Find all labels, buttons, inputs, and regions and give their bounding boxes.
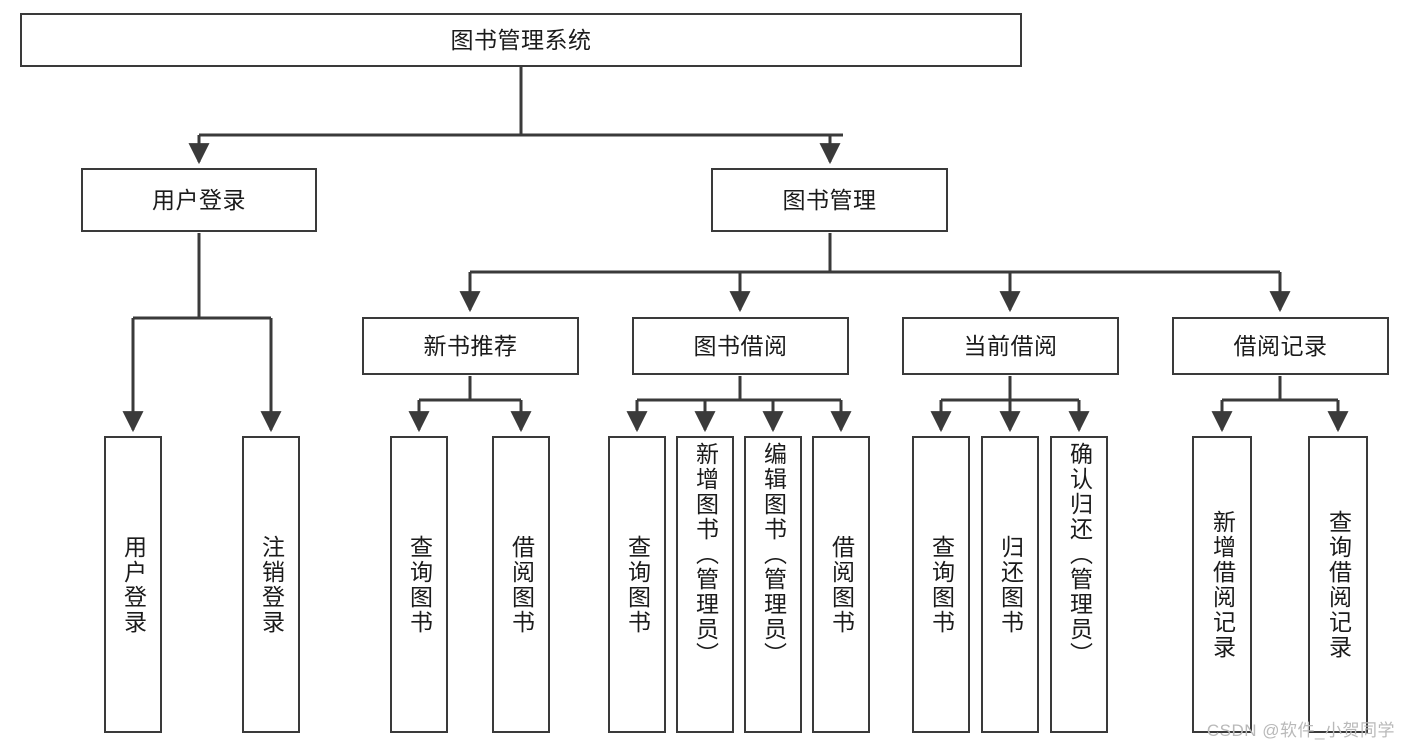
node-label: 新增借阅记录 bbox=[1209, 509, 1236, 660]
node-label: 查询图书 bbox=[928, 534, 955, 635]
node-label: 新增图书（管理员） bbox=[692, 442, 719, 667]
node-borrow-record[interactable]: 借阅记录 bbox=[1172, 317, 1389, 375]
leaf-borrow-add-book-admin[interactable]: 新增图书（管理员） bbox=[676, 436, 734, 733]
node-label: 图书管理 bbox=[782, 186, 877, 213]
node-label: 当前借阅 bbox=[963, 332, 1058, 359]
leaf-borrow-borrow-book[interactable]: 借阅图书 bbox=[812, 436, 870, 733]
node-label: 编辑图书（管理员） bbox=[760, 442, 787, 667]
node-label: 用户登录 bbox=[152, 186, 246, 213]
node-label: 归还图书 bbox=[997, 534, 1024, 635]
leaf-borrow-query-book[interactable]: 查询图书 bbox=[608, 436, 666, 733]
node-book-borrow[interactable]: 图书借阅 bbox=[632, 317, 849, 375]
leaf-borrow-edit-book-admin[interactable]: 编辑图书（管理员） bbox=[744, 436, 802, 733]
leaf-current-query-book[interactable]: 查询图书 bbox=[912, 436, 970, 733]
node-user-login[interactable]: 用户登录 bbox=[81, 168, 317, 232]
node-label: 图书借阅 bbox=[693, 332, 788, 359]
node-root-system[interactable]: 图书管理系统 bbox=[20, 13, 1022, 67]
node-label: 查询借阅记录 bbox=[1325, 509, 1352, 660]
leaf-record-add-record[interactable]: 新增借阅记录 bbox=[1192, 436, 1252, 733]
node-label: 查询图书 bbox=[406, 534, 433, 635]
leaf-current-return-book[interactable]: 归还图书 bbox=[981, 436, 1039, 733]
node-label: 新书推荐 bbox=[423, 332, 518, 359]
node-label: 借阅记录 bbox=[1233, 332, 1328, 359]
leaf-recommend-borrow-book[interactable]: 借阅图书 bbox=[492, 436, 550, 733]
node-current-borrow[interactable]: 当前借阅 bbox=[902, 317, 1119, 375]
node-label: 注销登录 bbox=[258, 534, 285, 635]
leaf-user-login-login[interactable]: 用户登录 bbox=[104, 436, 162, 733]
node-label: 借阅图书 bbox=[828, 534, 855, 635]
leaf-recommend-query-book[interactable]: 查询图书 bbox=[390, 436, 448, 733]
node-label: 借阅图书 bbox=[508, 534, 535, 635]
node-label: 用户登录 bbox=[120, 534, 147, 635]
node-new-book-recommend[interactable]: 新书推荐 bbox=[362, 317, 579, 375]
node-label: 查询图书 bbox=[624, 534, 651, 635]
leaf-user-login-logout[interactable]: 注销登录 bbox=[242, 436, 300, 733]
node-book-management[interactable]: 图书管理 bbox=[711, 168, 948, 232]
csdn-watermark: CSDN @软件_小贺同学 bbox=[1206, 721, 1395, 740]
node-label: 图书管理系统 bbox=[450, 26, 592, 53]
leaf-current-confirm-return-admin[interactable]: 确认归还（管理员） bbox=[1050, 436, 1108, 733]
leaf-record-query-record[interactable]: 查询借阅记录 bbox=[1308, 436, 1368, 733]
node-label: 确认归还（管理员） bbox=[1066, 442, 1093, 667]
